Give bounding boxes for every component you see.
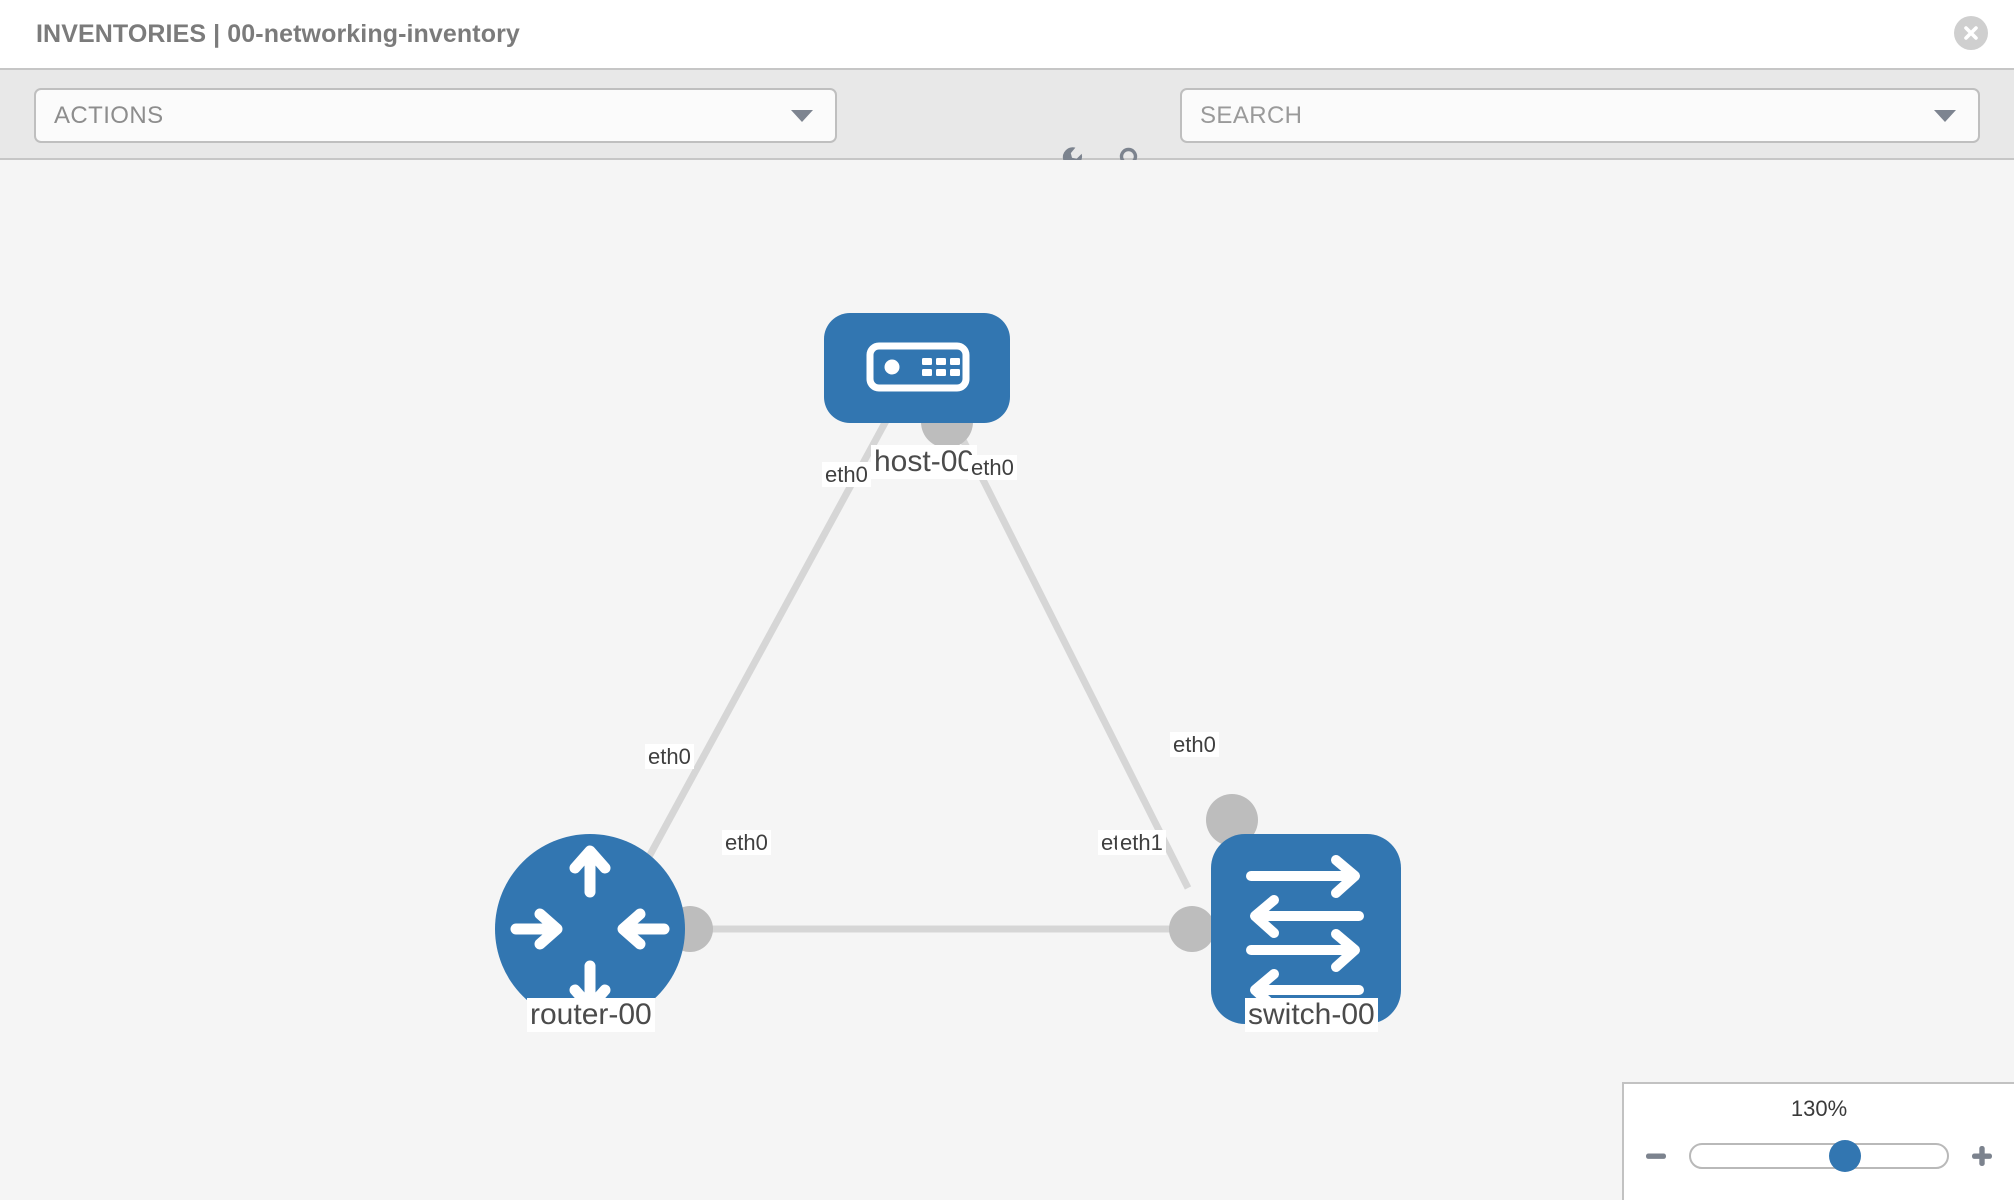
zoom-level-value: 130% bbox=[1790, 1096, 1848, 1121]
topology-graph bbox=[495, 313, 1401, 1024]
zoom-slider-thumb[interactable] bbox=[1828, 1140, 1861, 1172]
interface-label-switch-left-b: eth1 bbox=[1117, 830, 1166, 856]
chevron-down-icon[interactable] bbox=[1934, 109, 1956, 122]
topology-canvas[interactable]: host-00 router-00 switch-00 eth0 eth0 et… bbox=[0, 160, 2014, 1200]
interface-label-router-up: eth0 bbox=[645, 744, 694, 770]
node-label-router-00: router-00 bbox=[527, 998, 655, 1032]
link-host-switch bbox=[943, 406, 1192, 890]
zoom-out-button[interactable] bbox=[1641, 1141, 1671, 1171]
page-title: INVENTORIES | 00-networking-inventory bbox=[36, 19, 520, 48]
zoom-slider[interactable] bbox=[1689, 1140, 1949, 1172]
node-router-00 bbox=[495, 834, 685, 1024]
node-label-switch-00: switch-00 bbox=[1245, 998, 1378, 1032]
search-placeholder: SEARCH bbox=[1200, 101, 1303, 129]
link-host-router bbox=[628, 406, 897, 890]
page-header: INVENTORIES | 00-networking-inventory bbox=[0, 0, 2014, 68]
interface-label-switch-up: eth0 bbox=[1170, 732, 1219, 758]
port-switch-left-mid bbox=[1169, 906, 1215, 952]
close-icon[interactable] bbox=[1954, 16, 1988, 50]
actions-dropdown-label: ACTIONS bbox=[54, 101, 164, 129]
port-switch-left-top bbox=[1206, 794, 1258, 846]
topology-ports bbox=[667, 396, 1258, 952]
chevron-down-icon bbox=[791, 109, 813, 122]
node-switch-00 bbox=[1211, 834, 1401, 1024]
search-input[interactable]: SEARCH bbox=[1180, 88, 1980, 143]
interface-label-router-right: eth0 bbox=[722, 830, 771, 856]
toolbar: ACTIONS SEARCH bbox=[0, 68, 2014, 178]
interface-label-host-left: eth0 bbox=[822, 462, 871, 488]
interface-label-host-right: eth0 bbox=[968, 455, 1017, 481]
server-icon bbox=[866, 342, 970, 392]
node-host-00 bbox=[824, 313, 1010, 423]
actions-dropdown[interactable]: ACTIONS bbox=[34, 88, 837, 143]
topology-links bbox=[628, 406, 1192, 933]
zoom-control-panel: 130% bbox=[1622, 1082, 2014, 1200]
zoom-in-button[interactable] bbox=[1967, 1141, 1997, 1171]
node-label-host-00: host-00 bbox=[871, 445, 978, 479]
